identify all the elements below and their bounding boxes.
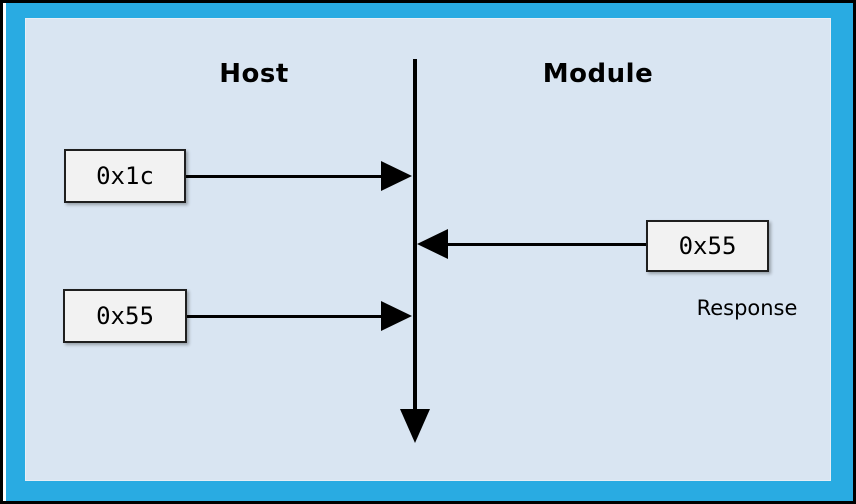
arrow-down-icon: [400, 409, 430, 443]
arrow-right-icon: [381, 161, 412, 191]
message-arrow-line-2: [446, 243, 646, 246]
arrow-left-icon: [417, 229, 448, 259]
message-value-2: 0x55: [678, 232, 737, 260]
response-caption: Response: [696, 296, 798, 320]
diagram-frame: Host Module 0x1c 0x55 Response 0x55: [6, 3, 853, 501]
message-box-1: 0x1c: [64, 149, 186, 203]
message-box-2: 0x55: [646, 220, 769, 272]
message-arrow-line-1: [186, 175, 383, 178]
message-box-3: 0x55: [63, 289, 187, 343]
module-column-label: Module: [542, 59, 654, 89]
host-column-label: Host: [219, 59, 289, 89]
arrow-right-icon: [381, 301, 412, 331]
message-arrow-line-3: [187, 315, 383, 318]
message-value-1: 0x1c: [96, 162, 154, 190]
message-value-3: 0x55: [96, 302, 154, 330]
diagram-canvas: Host Module 0x1c 0x55 Response 0x55: [25, 18, 831, 481]
left-edge-highlight: [3, 3, 6, 501]
timeline-line: [413, 59, 417, 411]
